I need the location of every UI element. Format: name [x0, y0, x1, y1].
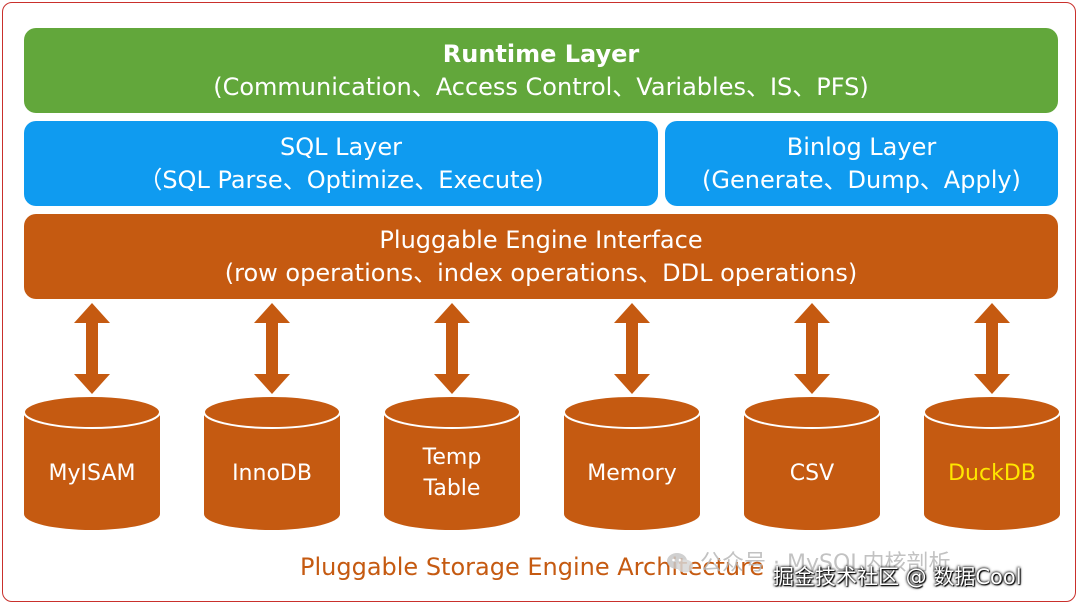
sql-layer: SQL Layer （SQL Parse、Optimize、Execute): [24, 121, 658, 206]
cylinder-top-3: [563, 395, 701, 429]
cylinder-top-5: [923, 395, 1061, 429]
runtime-layer-subtitle: (Communication、Access Control、Variables、…: [213, 72, 869, 101]
cylinder-body-5: [924, 412, 1060, 530]
double-arrow-2: [434, 303, 470, 394]
cylinder-body-2: [384, 412, 520, 530]
sql-layer-title: SQL Layer: [279, 132, 403, 161]
engine-label-myisam: MyISAM: [24, 458, 160, 489]
engine-label-line: CSV: [789, 460, 835, 486]
cylinder-top-2: [383, 395, 521, 429]
cylinder-top-0: [23, 395, 161, 429]
engine-label-line: Memory: [587, 460, 677, 486]
binlog-layer-subtitle: (Generate、Dump、Apply): [702, 165, 1021, 194]
cylinder-top-1: [203, 395, 341, 429]
runtime-layer-title: Runtime Layer: [442, 39, 640, 68]
engine-label-line: MyISAM: [48, 460, 136, 486]
double-arrow-3: [614, 303, 650, 394]
engine-label-csv: CSV: [744, 458, 880, 489]
engine-interface-layer: Pluggable Engine Interface (row operatio…: [24, 214, 1058, 299]
engine-label-innodb: InnoDB: [204, 458, 340, 489]
engine-label-line: InnoDB: [232, 460, 312, 486]
binlog-layer: Binlog Layer (Generate、Dump、Apply): [665, 121, 1058, 206]
double-arrow-1: [254, 303, 290, 394]
sql-layer-subtitle: （SQL Parse、Optimize、Execute): [138, 165, 544, 194]
cylinder-body-0: [24, 412, 160, 530]
watermark-text: 公众号 · MySQL内核剖析: [700, 551, 951, 576]
cylinder-body-3: [564, 412, 700, 530]
engine-interface-title: Pluggable Engine Interface: [379, 225, 703, 254]
engine-label-memory: Memory: [564, 458, 700, 489]
binlog-layer-title: Binlog Layer: [786, 132, 937, 161]
credit-text: 掘金技术社区 @ 数据Cool: [773, 565, 1022, 589]
engine-label-line: Table: [423, 476, 481, 501]
wechat-icon: [667, 553, 693, 573]
cylinder-top-4: [743, 395, 881, 429]
double-arrow-4: [794, 303, 830, 394]
cylinder-body-1: [204, 412, 340, 530]
engine-label-duckdb: DuckDB: [924, 458, 1060, 489]
cylinder-body-4: [744, 412, 880, 530]
watermark: 公众号 · MySQL内核剖析: [666, 545, 951, 577]
runtime-layer: Runtime Layer (Communication、Access Cont…: [24, 28, 1058, 113]
engine-label-line: Temp: [422, 445, 482, 470]
engine-label-line: DuckDB: [948, 460, 1036, 486]
double-arrow-0: [74, 303, 110, 394]
engine-interface-subtitle: (row operations、index operations、DDL ope…: [224, 258, 858, 287]
double-arrow-5: [974, 303, 1010, 394]
